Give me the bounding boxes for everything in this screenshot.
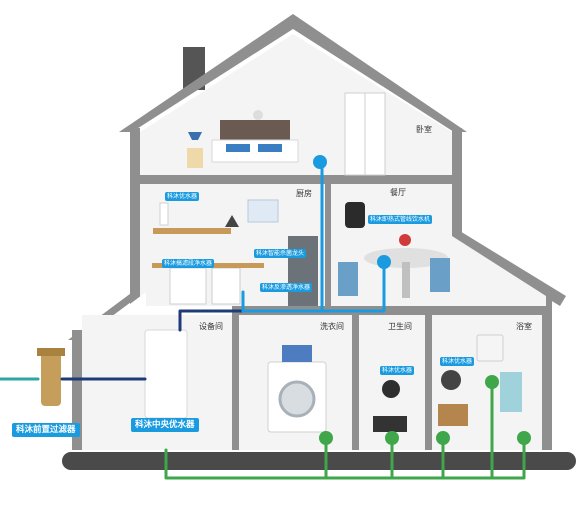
tag-central-softener: 科沐中央优水器 — [131, 418, 199, 432]
room-label-laundry: 洗衣间 — [320, 322, 344, 331]
tag-dining-dispenser: 科沐即热式管线饮水机 — [368, 215, 433, 224]
tag-kitchen-softener: 科沐优水器 — [165, 192, 200, 201]
tag-bath-softener: 科沐优水器 — [440, 357, 475, 366]
laundry-devices — [267, 345, 327, 433]
tag-smart-faucet: 科沐智能杀菌龙头 — [254, 249, 307, 258]
bathroom-devices — [373, 334, 522, 432]
room-label-shower: 浴室 — [516, 322, 532, 331]
room-label-bathroom: 卫生间 — [388, 322, 412, 331]
tag-kitchen-purifier: 科沐搞滤段净水器 — [162, 259, 215, 268]
room-label-kitchen: 厨房 — [296, 189, 312, 198]
room-label-equipment: 设备间 — [199, 322, 223, 331]
equipment-devices — [37, 329, 188, 419]
tag-ro-purifier: 科沐反渗透净水器 — [260, 283, 313, 292]
tag-pre-filter: 科沐前置过滤器 — [12, 423, 80, 437]
bedroom-furniture — [187, 92, 386, 176]
room-label-dining: 餐厅 — [390, 188, 406, 197]
tag-laundry-softener: 科沐优水器 — [380, 366, 415, 375]
room-label-bedroom: 卧室 — [416, 125, 432, 134]
ground-bar — [62, 452, 576, 470]
water-pipes — [0, 166, 526, 480]
pipe-nodes — [313, 155, 531, 445]
